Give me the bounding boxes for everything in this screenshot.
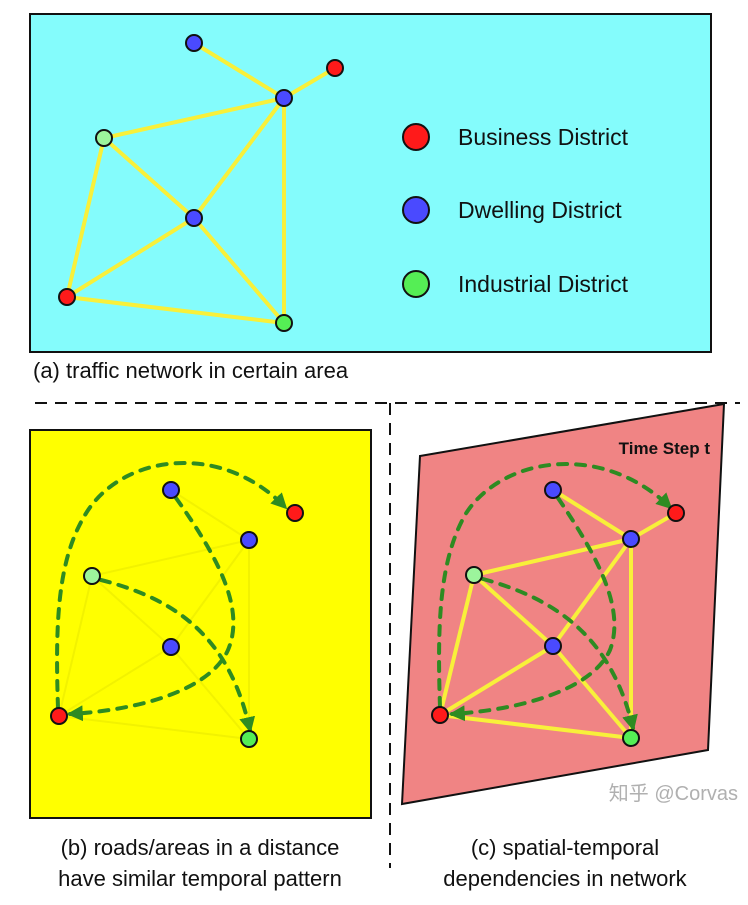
legend-business-swatch [402, 123, 430, 151]
industrial-node [83, 567, 101, 585]
business-node [667, 504, 685, 522]
road-edges [438, 488, 678, 740]
time-step-label: Time Step t [619, 439, 711, 458]
dependency-arrow [481, 577, 638, 732]
dwelling-node [240, 531, 258, 549]
business-node [431, 706, 449, 724]
business-node [58, 288, 76, 306]
dependency-arrow [55, 461, 288, 710]
legend-industrial-swatch [402, 270, 430, 298]
panel-b-caption-line2: have similar temporal pattern [58, 866, 342, 891]
legend-industrial-label: Industrial District [458, 271, 629, 297]
dwelling-node [162, 481, 180, 499]
panel-b: (b) roads/areas in a distance have simil… [29, 429, 372, 891]
panel-a: Business District Dwelling District Indu… [29, 13, 712, 383]
dependency-arrow [437, 462, 673, 709]
panel-b-caption-line1: (b) roads/areas in a distance [61, 835, 340, 860]
panel-a-background [29, 13, 712, 353]
faint-road-edges [58, 489, 250, 740]
dwelling-node [185, 34, 203, 52]
dependency-arrow [99, 578, 256, 734]
dwelling-node [544, 481, 562, 499]
business-node [326, 59, 344, 77]
dwelling-node [275, 89, 293, 107]
panel-b-background [29, 429, 372, 819]
legend-dwelling-swatch [402, 196, 430, 224]
watermark: 知乎 @Corvas [609, 782, 738, 805]
dwelling-node [185, 209, 203, 227]
legend-business-label: Business District [458, 124, 629, 150]
industrial-node [465, 566, 483, 584]
dwelling-node [162, 638, 180, 656]
panel-c: Time Step t (c) spatial-temporal depende… [400, 402, 738, 891]
panel-a-caption: (a) traffic network in certain area [33, 358, 349, 383]
legend: Business District Dwelling District Indu… [402, 123, 629, 298]
dependency-arrow [448, 496, 617, 722]
panel-c-caption-line1: (c) spatial-temporal [471, 835, 659, 860]
panel-c-caption-line2: dependencies in network [443, 866, 687, 891]
panel-c-background [400, 402, 726, 806]
business-node [50, 707, 68, 725]
dwelling-node [544, 637, 562, 655]
business-node [286, 504, 304, 522]
industrial-node [622, 729, 640, 747]
legend-dwelling-label: Dwelling District [458, 197, 622, 223]
road-edges [65, 41, 337, 325]
industrial-node [240, 730, 258, 748]
dwelling-node [622, 530, 640, 548]
industrial-node [275, 314, 293, 332]
dependency-arrow [66, 496, 236, 722]
industrial-node [95, 129, 113, 147]
